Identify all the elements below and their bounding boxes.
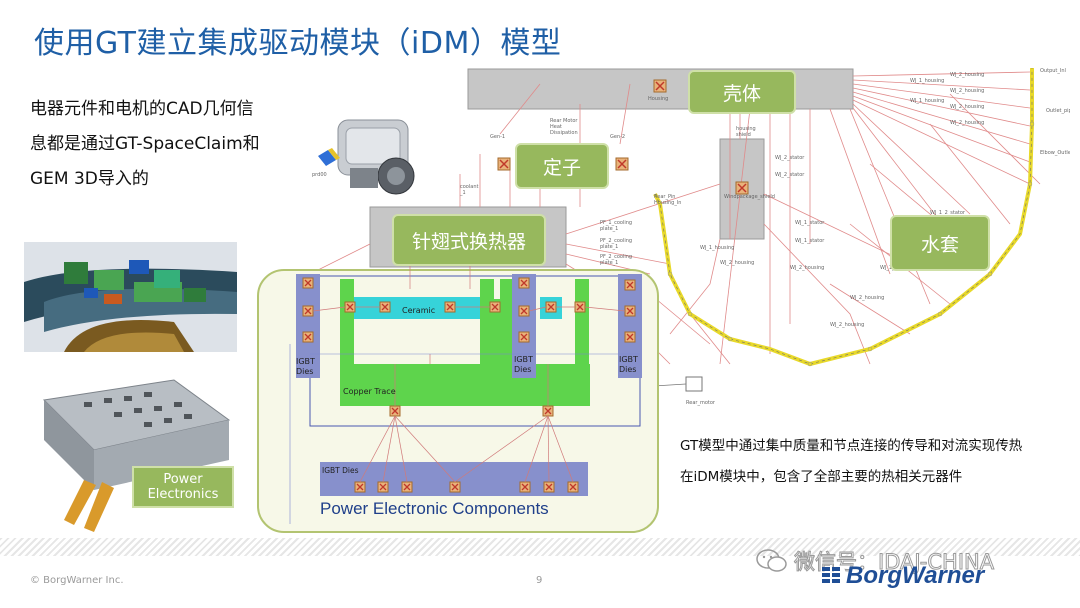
svg-text:WJ_2_housing: WJ_2_housing — [830, 322, 864, 328]
svg-text:housing: housing — [736, 126, 756, 132]
svg-text:WJ_2_stator: WJ_2_stator — [775, 172, 805, 178]
pe-thermal-nodes — [302, 277, 636, 493]
igbt-left-label: IGBT — [296, 357, 315, 366]
svg-text:WJ_1_stator: WJ_1_stator — [795, 238, 825, 244]
svg-text:PF_1_cooling: PF_1_cooling — [600, 220, 632, 226]
heat-exchanger-image — [24, 242, 237, 352]
borgwarner-logo-icon — [822, 565, 840, 587]
svg-text:Output_Inl: Output_Inl — [1040, 68, 1066, 74]
svg-text:WJ_2_housing: WJ_2_housing — [850, 295, 884, 301]
svg-text:PF_2_cooling: PF_2_cooling — [600, 238, 632, 244]
svg-text:Gen-2: Gen-2 — [610, 134, 625, 140]
svg-text:coolant: coolant — [460, 184, 478, 190]
page-number: 9 — [536, 575, 543, 586]
igbt-column-mid — [512, 274, 536, 378]
igbt-column-right — [618, 274, 642, 378]
svg-text:Dissipation: Dissipation — [550, 130, 578, 136]
water-jacket-label: 水套 — [890, 215, 990, 271]
svg-text:WJ_2_stator: WJ_2_stator — [775, 155, 805, 161]
caption-line-1: GT模型中通过集中质量和节点连接的传导和对流实现传热 — [680, 438, 1023, 454]
power-electronics-image — [42, 379, 231, 532]
svg-text:WJ_2_housing: WJ_2_housing — [720, 260, 754, 266]
igbt-mid-label: IGBT — [514, 355, 533, 364]
svg-text:WJ_1_housing: WJ_1_housing — [910, 78, 944, 84]
dies-mid-label: Dies — [514, 365, 531, 374]
svg-text:Windpackage_shield: Windpackage_shield — [724, 194, 775, 200]
svg-text:plate_1: plate_1 — [600, 260, 618, 266]
footer-copyright: © BorgWarner Inc. — [30, 575, 124, 586]
axis-label: prd00 — [312, 172, 327, 178]
intro-line-2: 息都是通过GT-SpaceClaim和 — [30, 134, 260, 154]
svg-text:WJ_2_housing: WJ_2_housing — [950, 72, 984, 78]
svg-text:Elbow_Outlet: Elbow_Outlet — [1040, 150, 1070, 156]
svg-text:Housing_In: Housing_In — [654, 200, 681, 206]
svg-text:shield: shield — [736, 132, 751, 138]
igbt-column-left — [296, 274, 320, 378]
svg-text:WJ_1_housing: WJ_1_housing — [910, 98, 944, 104]
svg-text:WJ_1_stator: WJ_1_stator — [795, 220, 825, 226]
slide-title: 使用GT建立集成驱动模块（iDM）模型 — [34, 26, 562, 61]
borgwarner-logo-text: BorgWarner — [846, 562, 985, 589]
svg-text:WJ_2_housing: WJ_2_housing — [790, 265, 824, 271]
svg-text:WJ_1_housing: WJ_1_housing — [700, 245, 734, 251]
svg-text:WJ_2_housing: WJ_2_housing — [950, 120, 984, 126]
stator-label: 定子 — [515, 143, 609, 189]
power-electronics-label: Power Electronics — [132, 466, 234, 508]
igbt-dies-row-label: IGBT Dies — [322, 466, 359, 475]
dies-left-label: Dies — [296, 367, 313, 376]
reservoir-block — [685, 376, 703, 392]
caption-line-2: 在iDM模块中，包含了全部主要的热相关元器件 — [680, 469, 963, 485]
svg-text:WJ_2_housing: WJ_2_housing — [950, 88, 984, 94]
svg-text:Gen-1: Gen-1 — [490, 134, 505, 140]
svg-text:Rear_motor: Rear_motor — [686, 400, 716, 406]
copper-trace-label: Copper Trace — [343, 387, 396, 396]
dies-right-label: Dies — [619, 365, 636, 374]
svg-text:PF_2_cooling: PF_2_cooling — [600, 254, 632, 260]
borgwarner-logo: BorgWarner — [820, 562, 984, 590]
svg-text:Rear_Pin: Rear_Pin — [654, 194, 675, 200]
intro-line-3: GEM 3D导入的 — [30, 169, 149, 189]
wechat-icon — [756, 549, 787, 572]
svg-text:WJ_1_2_stator: WJ_1_2_stator — [930, 210, 966, 216]
svg-text:_1: _1 — [459, 190, 466, 196]
ceramic-label: Ceramic — [402, 306, 435, 315]
pe-components-label: Power Electronic Components — [320, 499, 549, 518]
svg-text:Heat: Heat — [550, 124, 562, 130]
igbt-right-label: IGBT — [619, 355, 638, 364]
pe-connection-lines — [312, 264, 626, 483]
housing-label: 壳体 — [688, 70, 796, 114]
pinfin-label: 针翅式换热器 — [392, 214, 546, 266]
svg-text:plate_1: plate_1 — [600, 226, 618, 232]
motor-cad-image: prd00 — [312, 119, 415, 195]
footer-stripe — [0, 538, 1080, 556]
svg-text:Rear Motor: Rear Motor — [550, 118, 578, 124]
svg-text:Housing: Housing — [648, 96, 668, 102]
svg-text:Outlet_pipe: Outlet_pipe — [1046, 108, 1070, 114]
svg-text:WJ_2_housing: WJ_2_housing — [950, 104, 984, 110]
thermal-mass-icons — [497, 79, 749, 195]
svg-text:plate_1: plate_1 — [600, 244, 618, 250]
intro-line-1: 电器元件和电机的CAD几何信 — [30, 99, 254, 119]
